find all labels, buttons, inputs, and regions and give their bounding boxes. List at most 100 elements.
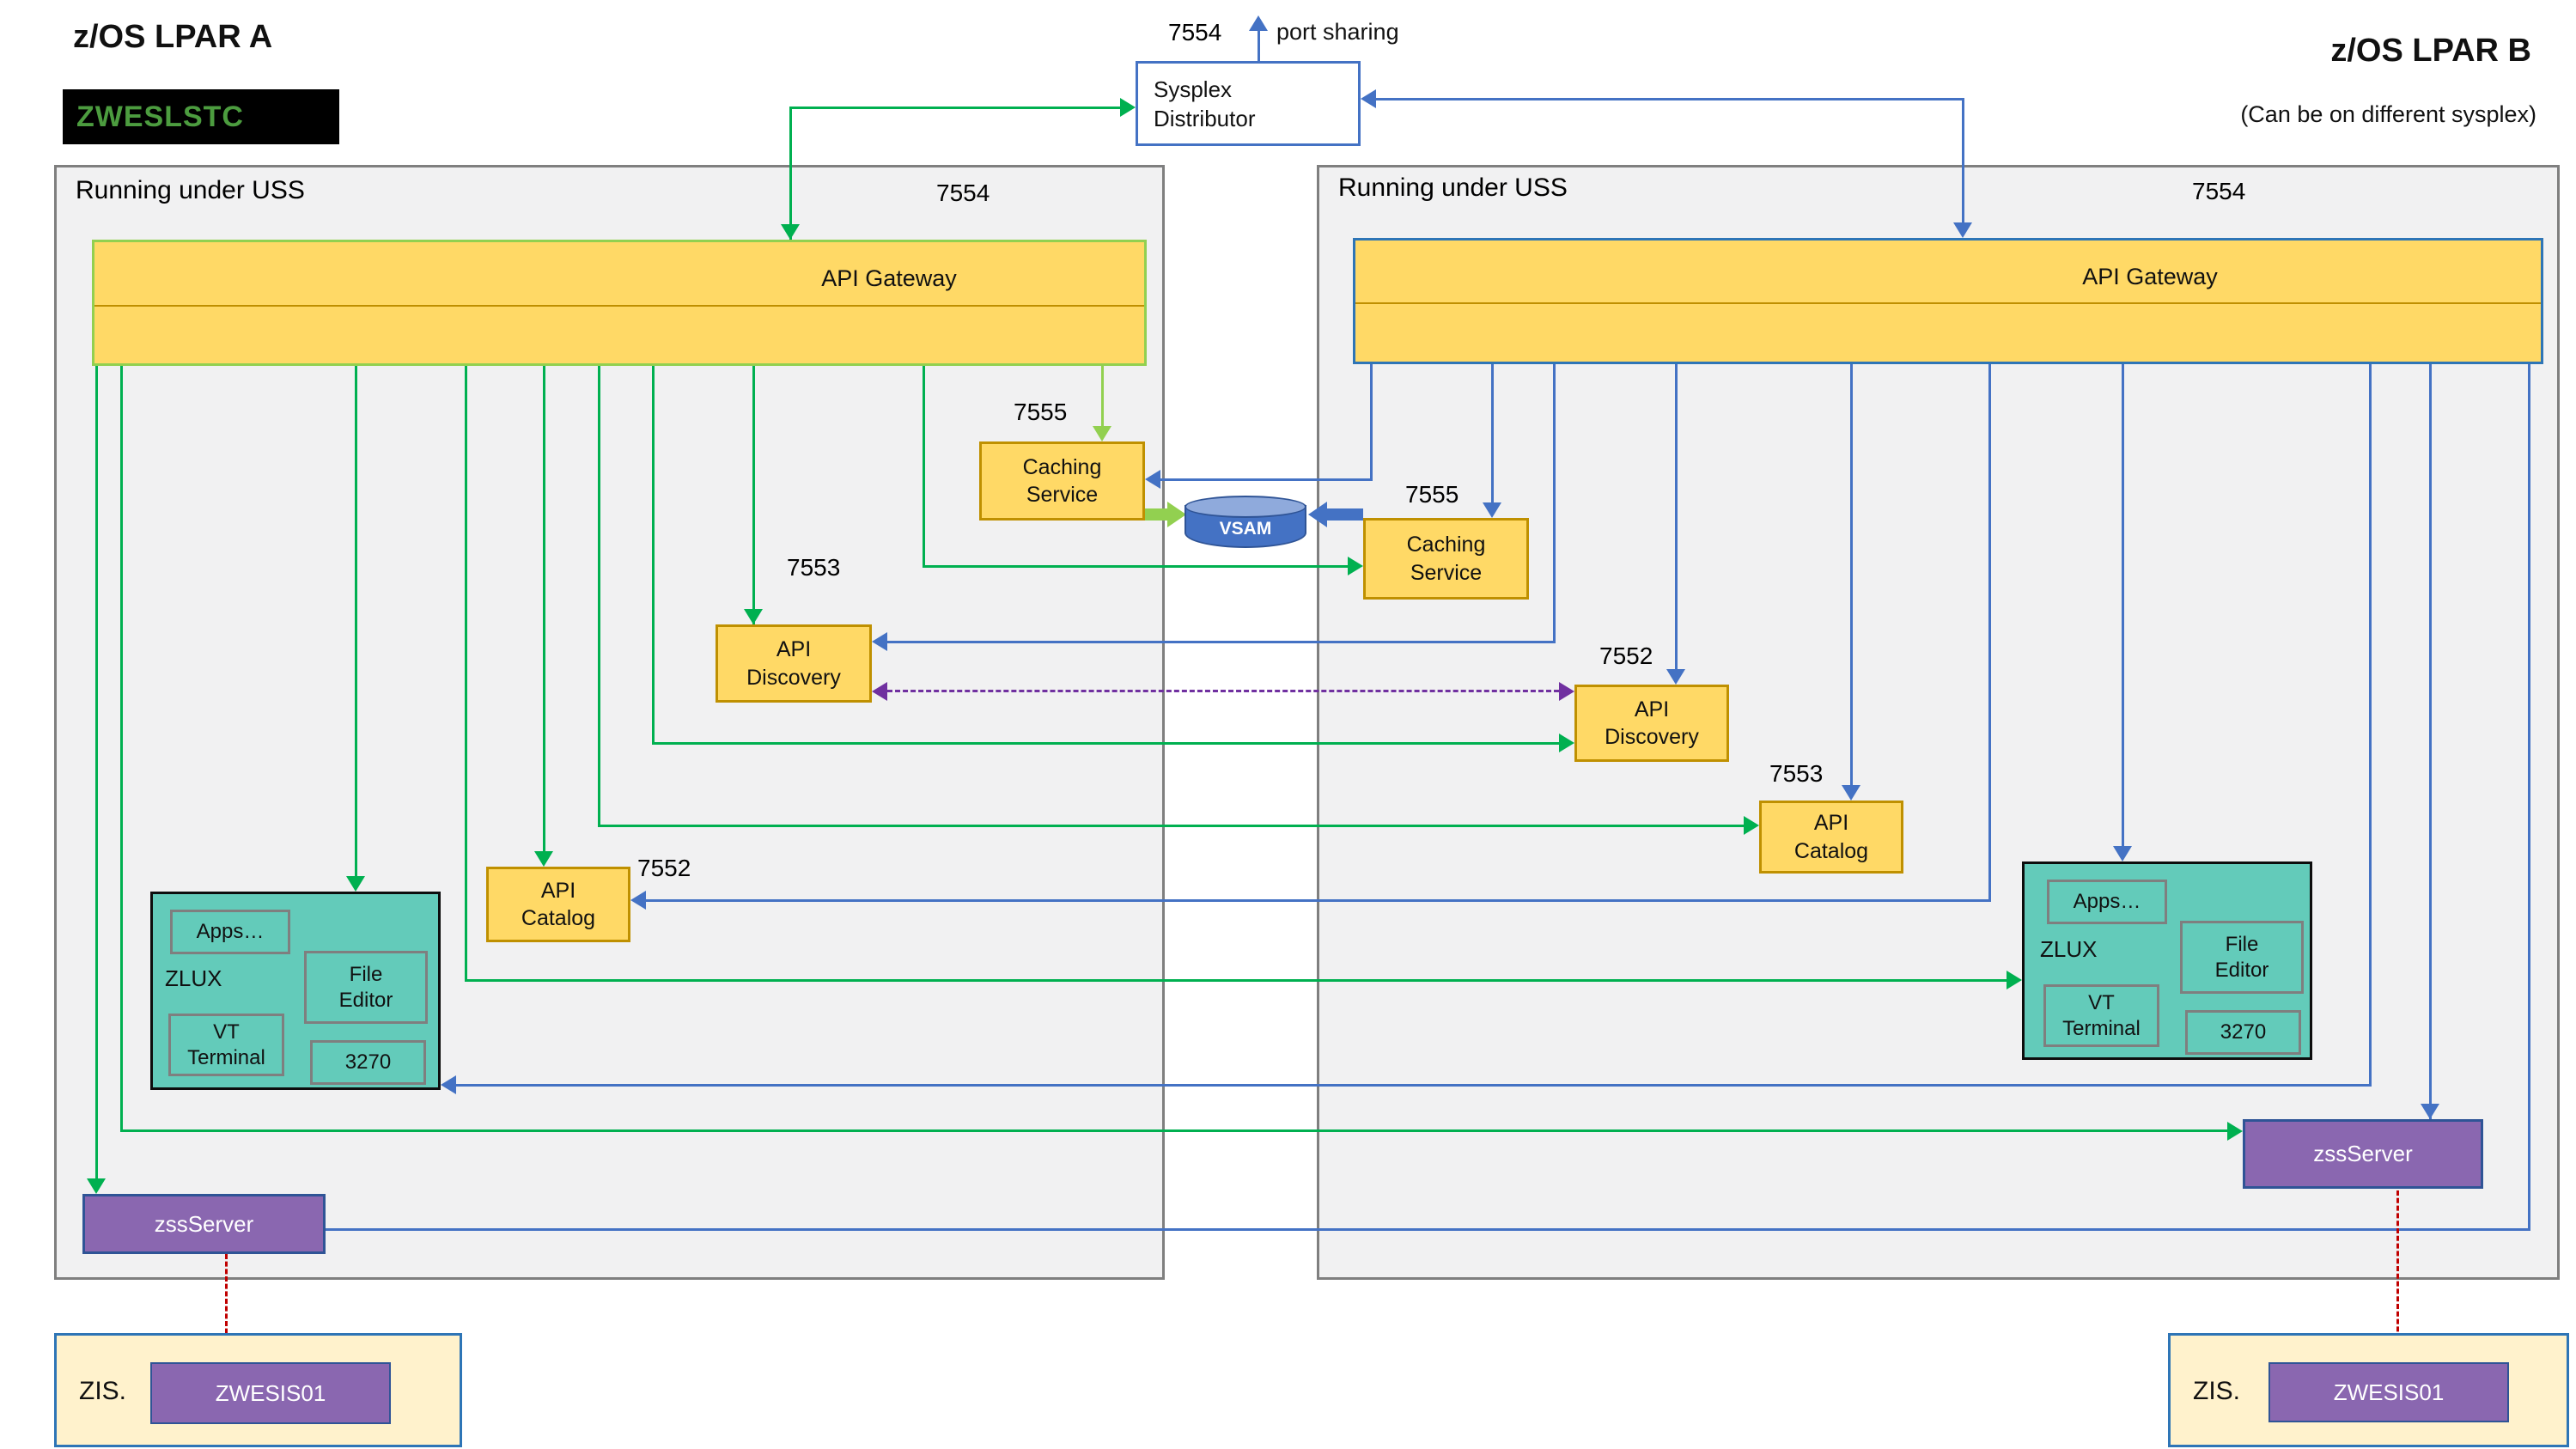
lpar-a-title: z/OS LPAR A [73, 19, 272, 56]
arrowhead-into-zssA-icon [87, 1178, 106, 1194]
port-sharing-arrowhead-icon [1249, 15, 1268, 31]
arrowhead-purple-right-icon [1559, 682, 1574, 701]
link-gwB-cachingB [1491, 364, 1494, 502]
vsam-write-b-line [1327, 508, 1363, 521]
zlux-a-label: ZLUX [165, 965, 222, 992]
api-catalog-b-box: API Catalog [1759, 801, 1903, 874]
api-discovery-b-box: API Discovery [1574, 685, 1729, 762]
port-sharing-arrow-line [1258, 31, 1260, 61]
arrowhead-into-discoveryB-icon [1559, 734, 1574, 752]
zlux-b-file-editor-label: File Editor [2208, 932, 2276, 983]
link-zssB-zwesis01-dashed [2396, 1190, 2399, 1347]
link-gwA-zluxB-horizontal [465, 979, 2007, 982]
link-sysplex-gwB-vertical [1962, 98, 1964, 222]
arrowhead-into-zluxA-icon [346, 876, 365, 892]
catalog-b-port: 7553 [1769, 760, 1823, 788]
port-sharing-label: port sharing [1276, 19, 1399, 46]
link-discoveryA-discoveryB-dashed [887, 690, 1559, 692]
caching-service-b-label: Caching Service [1399, 531, 1494, 587]
zlux-a-3270-box: 3270 [310, 1040, 426, 1085]
caching-service-b-box: Caching Service [1363, 518, 1529, 600]
zlux-b-vt-terminal-label: VT Terminal [2061, 990, 2142, 1042]
link-gwA-zluxB-vertical [465, 366, 467, 982]
lpar-b-subtitle: (Can be on different sysplex) [2107, 101, 2536, 128]
zlux-b-apps-label: Apps… [2074, 889, 2141, 915]
link-gwB-discoveryB [1675, 364, 1678, 669]
zlux-a-vt-terminal-box: VT Terminal [168, 1014, 284, 1076]
link-gwA-sysplex-vertical [789, 107, 792, 240]
caching-service-a-label: Caching Service [1015, 454, 1110, 509]
api-gateway-b-label: API Gateway [2021, 264, 2279, 290]
vsam-cylinder-top [1184, 496, 1306, 518]
arrowhead-into-zluxA-blue-icon [441, 1075, 456, 1094]
arrowhead-into-gwA-icon [781, 224, 800, 240]
link-gwB-catalogA-vertical [1988, 364, 1991, 902]
arrowhead-into-zluxB-icon [2007, 971, 2022, 989]
sysplex-port-label: 7554 [1168, 19, 1221, 46]
zis-a-label: ZIS. [79, 1377, 126, 1406]
sysplex-distributor-box: Sysplex Distributor [1136, 61, 1361, 146]
zss-server-b-box: zssServer [2243, 1119, 2483, 1189]
discovery-b-port: 7552 [1599, 642, 1653, 670]
link-gwA-discoveryB-vertical [652, 366, 655, 745]
link-gwA-catalogB-horizontal [598, 825, 1744, 827]
link-gwB-discoveryA-horizontal [887, 641, 1556, 643]
caching-service-a-box: Caching Service [979, 441, 1145, 521]
catalog-a-port: 7552 [637, 855, 691, 882]
arrowhead-purple-left-icon [872, 682, 887, 701]
arrowhead-into-sysplexB-icon [1361, 89, 1376, 108]
discovery-a-port: 7553 [787, 554, 840, 581]
arrowhead-into-zssB-icon [2227, 1122, 2243, 1141]
zlux-b-file-editor-box: File Editor [2180, 921, 2304, 994]
zwesis01-b-label: ZWESIS01 [2334, 1379, 2445, 1406]
arrowhead-into-catalogA-icon [534, 851, 553, 867]
api-catalog-a-box: API Catalog [486, 867, 630, 942]
zis-b-label: ZIS. [2193, 1377, 2240, 1406]
link-gwB-zssA-vertical [2528, 364, 2530, 1231]
arrowhead-into-discoveryA-blue-icon [872, 632, 887, 651]
api-discovery-a-label: API Discovery [738, 636, 850, 691]
zss-server-b-label: zssServer [2313, 1141, 2413, 1167]
arrowhead-into-catalogB-blue-icon [1842, 785, 1860, 801]
vsam-write-b-arrowhead-icon [1308, 502, 1327, 527]
arrowhead-into-gwB-icon [1953, 222, 1972, 238]
lpar-b-title: z/OS LPAR B [2295, 33, 2531, 70]
vsam-label: VSAM [1184, 519, 1306, 539]
link-gwA-cachingB-vertical [923, 366, 925, 568]
zlux-b-3270-label: 3270 [2220, 1020, 2266, 1045]
link-gwB-zssB [2429, 364, 2432, 1119]
zlux-b-label: ZLUX [2040, 936, 2097, 963]
link-gwB-zluxA-vertical [2369, 364, 2372, 1087]
link-gwB-cachingA-vertical [1370, 364, 1373, 481]
link-gwA-catalogB-vertical [598, 366, 600, 827]
link-gwA-zssA [95, 366, 98, 1178]
lpar-b-uss-header: Running under USS [1338, 174, 1568, 203]
api-gateway-b-box: API Gateway [1353, 238, 2543, 364]
api-catalog-b-label: API Catalog [1784, 809, 1879, 865]
link-gwB-cachingA-horizontal [1160, 478, 1373, 481]
link-gwB-catalogA-horizontal [646, 899, 1991, 902]
link-gwB-zssA-horizontal [326, 1228, 2530, 1231]
zlux-a-3270-label: 3270 [345, 1050, 391, 1075]
arrowhead-into-discoveryB-blue-icon [1666, 669, 1685, 685]
caching-a-port: 7555 [1014, 399, 1067, 426]
zwesis01-a-box: ZWESIS01 [150, 1362, 391, 1424]
link-gwB-discoveryA-vertical [1553, 364, 1556, 643]
api-discovery-b-label: API Discovery [1596, 696, 1708, 752]
link-gwA-sysplex-horizontal [789, 107, 1120, 109]
arrowhead-into-cachingA-blue-icon [1145, 470, 1160, 489]
arrowhead-into-catalogB-icon [1744, 816, 1759, 835]
zlux-a-file-editor-box: File Editor [304, 951, 428, 1024]
api-discovery-a-box: API Discovery [716, 624, 872, 703]
zlux-a-apps-label: Apps… [197, 919, 265, 945]
link-gwA-discoveryA [752, 366, 755, 624]
zlux-b-vt-terminal-box: VT Terminal [2043, 984, 2159, 1047]
link-gwB-zluxA-horizontal [456, 1084, 2372, 1087]
zwesis01-a-label: ZWESIS01 [216, 1380, 326, 1407]
link-gwA-zssB-vertical [120, 366, 123, 1132]
zlux-a-vt-terminal-label: VT Terminal [186, 1020, 267, 1071]
zlux-a-file-editor-label: File Editor [332, 962, 400, 1014]
arrowhead-into-discoveryA-icon [744, 609, 763, 624]
api-catalog-a-label: API Catalog [511, 877, 606, 933]
